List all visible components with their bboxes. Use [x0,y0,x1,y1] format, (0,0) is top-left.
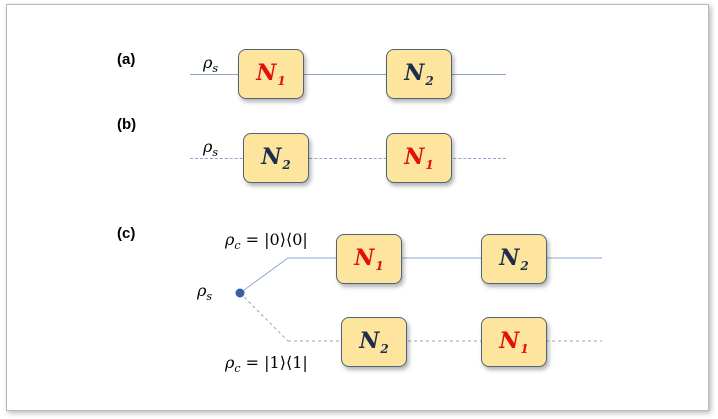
panel-a-wire [190,74,506,75]
lower-branch-diagonal [239,292,289,342]
panel-c-lower-gate-1: N2 [341,317,407,367]
panel-b-input-label: ρs [203,137,219,159]
lower-control-state-label: ρc = |1⟩⟨1| [225,353,308,375]
panel-b-label: (b) [117,116,137,133]
panel-a-gate-2: N2 [386,49,452,99]
panel-c-input-label: ρs [197,281,213,303]
panel-c-lower-gate-2: N1 [481,317,547,367]
panel-a-input-label: ρs [203,53,219,75]
panel-a-gate-1: N1 [238,49,304,99]
upper-control-state-label: ρc = |0⟩⟨0| [225,230,308,252]
panel-c-upper-gate-1: N1 [336,234,402,284]
branch-node [235,288,245,298]
panel-b-gate-2: N1 [386,133,452,183]
upper-branch-diagonal [239,257,289,294]
panel-b-wire [190,158,506,159]
panel-c-label: (c) [117,225,136,242]
panel-a-label: (a) [117,51,136,68]
panel-b-gate-1: N2 [243,133,309,183]
panel-c-upper-gate-2: N2 [481,234,547,284]
